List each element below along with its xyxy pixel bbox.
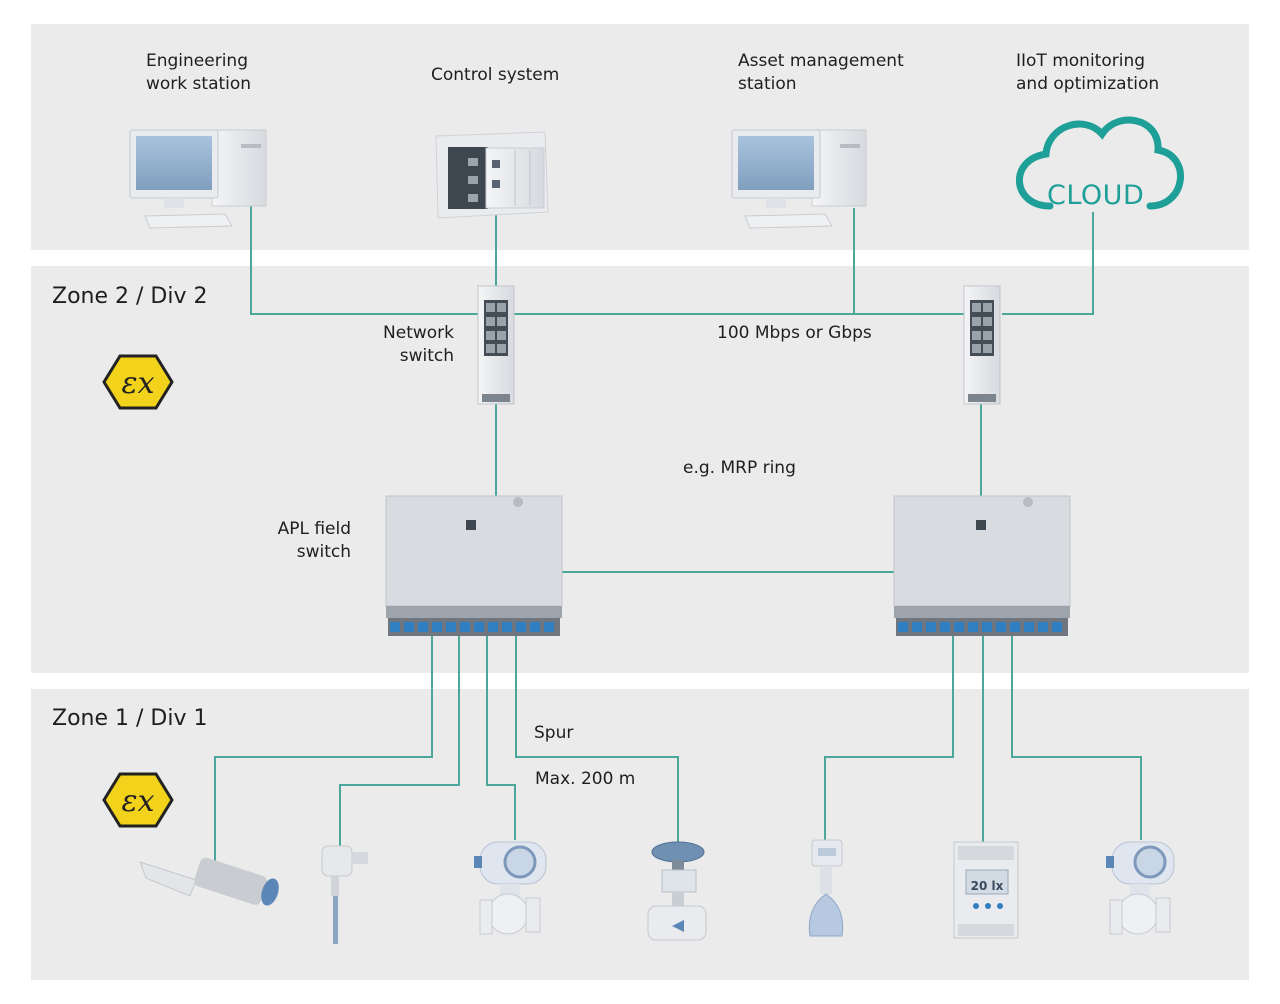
apl-field-switch-left-icon — [385, 495, 563, 636]
cloud-icon — [1016, 116, 1184, 210]
network-switch-right-icon — [963, 285, 1001, 405]
din-rail-module-icon: 20 lx — [953, 841, 1019, 939]
iiot-label: IIoT monitoring and optimization — [1016, 51, 1160, 94]
asset-management-station-icon — [731, 129, 867, 229]
apl-field-switch-right-icon — [893, 495, 1071, 636]
engineering-workstation-icon — [129, 129, 267, 229]
control-system-icon — [435, 131, 549, 219]
level-sensor-icon — [808, 839, 844, 937]
ex-hazard-badge-zone1-icon: εx — [102, 772, 174, 828]
network-links — [214, 206, 1142, 870]
flowmeter-left-icon — [474, 841, 547, 935]
svg-text:εx: εx — [121, 784, 154, 819]
asset-station-label: Asset management station — [738, 51, 904, 94]
flowmeter-right-icon — [1106, 841, 1175, 935]
svg-text:20 lx: 20 lx — [971, 879, 1004, 893]
ex-hazard-badge-zone2-icon: εx — [102, 354, 174, 410]
svg-text:εx: εx — [121, 366, 154, 401]
apl-switch-label: APL field switch — [277, 519, 351, 562]
control-valve-icon — [647, 841, 707, 941]
zone2-label: Zone 2 / Div 2 — [52, 284, 208, 309]
control-system-label: Control system — [431, 65, 560, 85]
cloud-label: CLOUD — [1047, 180, 1145, 211]
max-length-label: Max. 200 m — [535, 769, 636, 789]
proximity-sensor-icon — [139, 857, 279, 906]
link-speed-label: 100 Mbps or Gbps — [717, 323, 872, 343]
spur-label: Spur — [534, 723, 574, 743]
network-switch-left-icon — [477, 285, 515, 405]
ring-label: e.g. MRP ring — [683, 458, 796, 478]
zone1-label: Zone 1 / Div 1 — [52, 706, 208, 731]
zone1-band — [31, 689, 1249, 980]
engineering-station-label: Engineering work station — [146, 51, 252, 94]
network-switch-label: Network switch — [383, 323, 454, 366]
temperature-transmitter-icon — [321, 845, 368, 944]
